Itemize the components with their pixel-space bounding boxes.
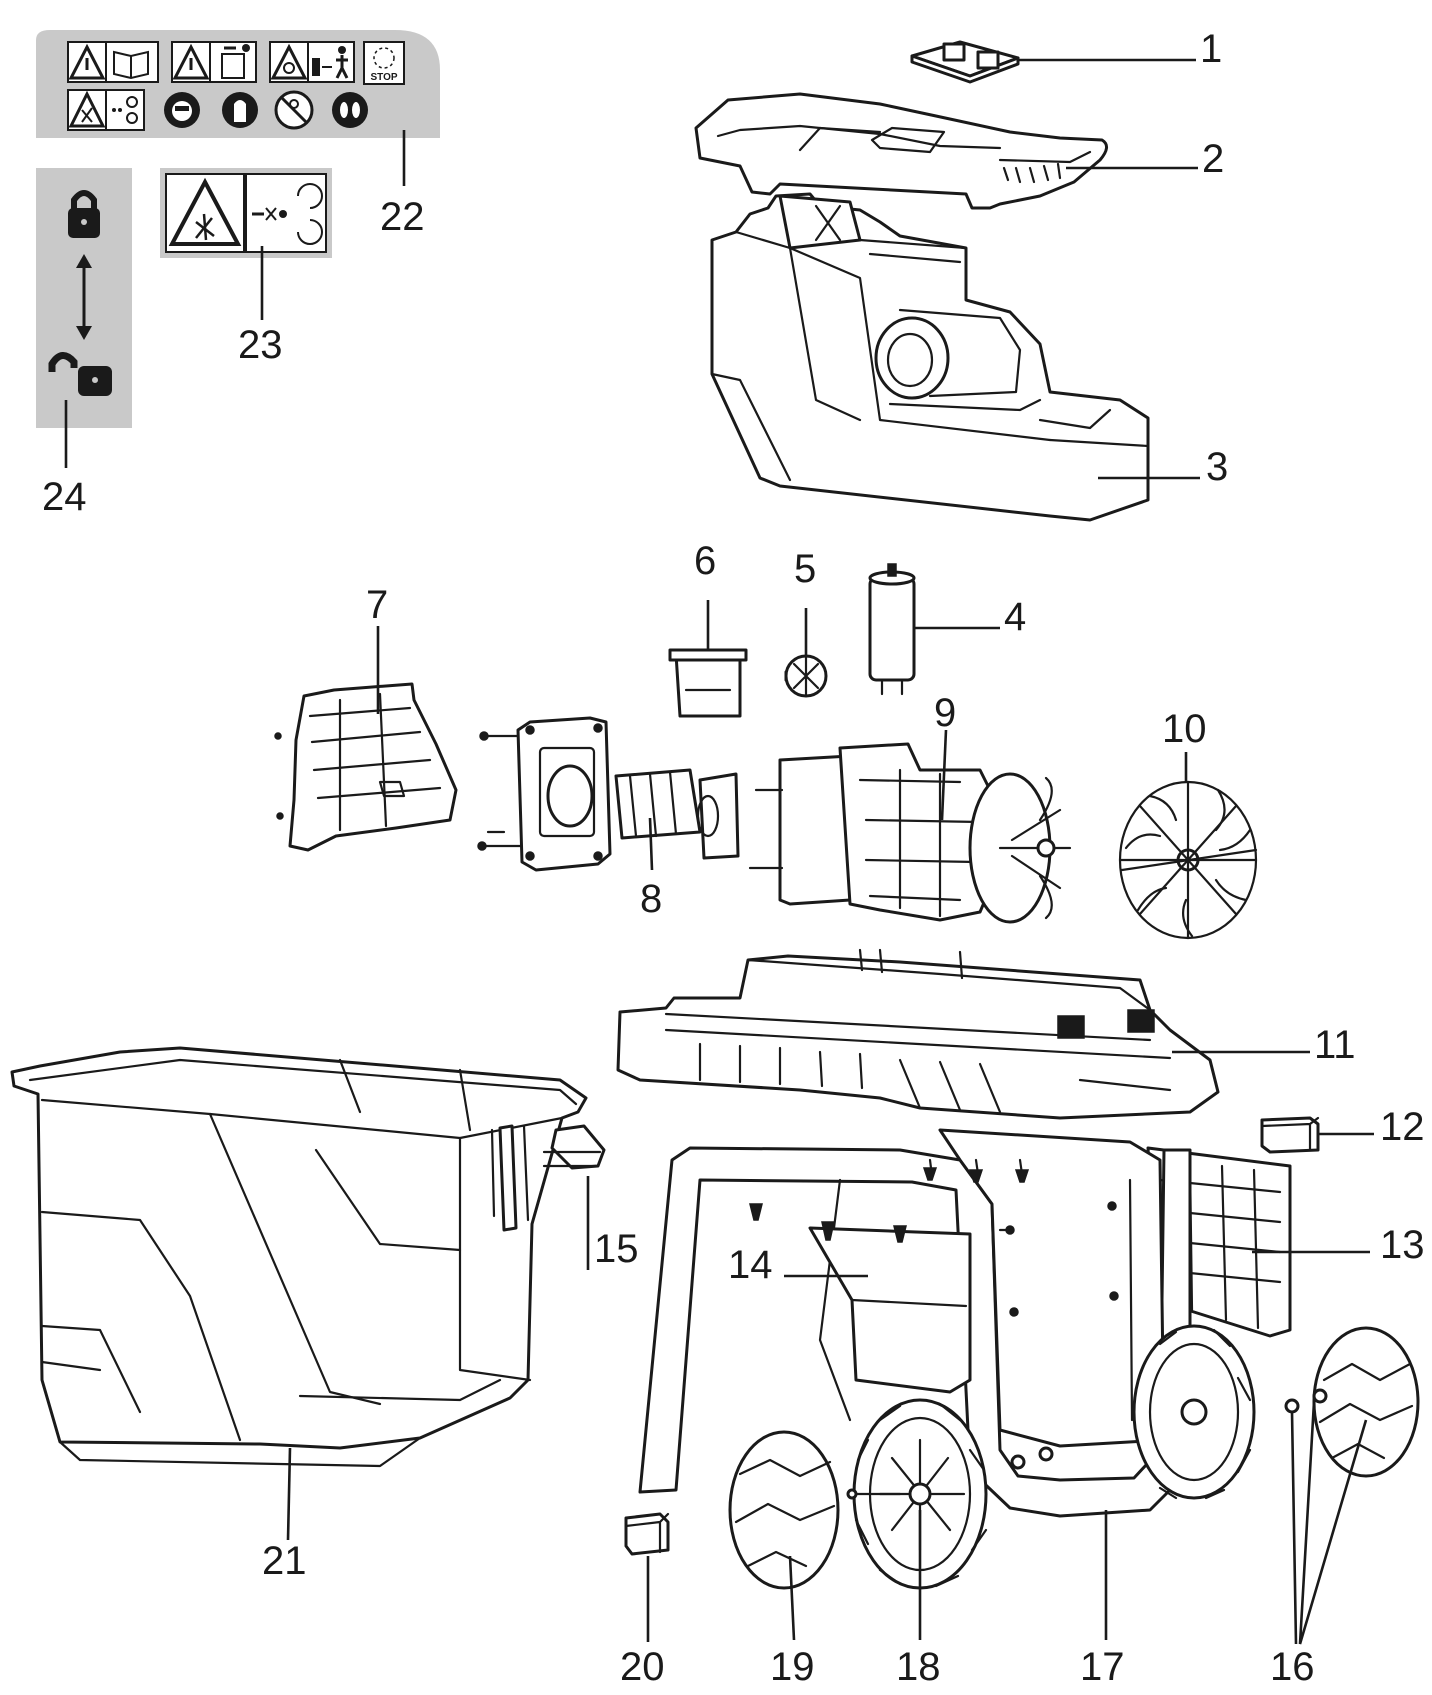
part-12-small-block — [1260, 1116, 1320, 1154]
part-8-blade-flange — [477, 716, 740, 872]
read-manual-icon — [105, 41, 159, 83]
part-17-frame — [638, 1128, 1192, 1518]
part-14-chute-plate — [749, 1203, 1008, 1394]
label-16: 16 — [1270, 1645, 1315, 1689]
blade-rotation-icon — [245, 173, 327, 253]
label-21: 21 — [262, 1539, 307, 1583]
label-5: 5 — [794, 547, 816, 591]
label-6: 6 — [694, 539, 716, 583]
label-20: 20 — [620, 1645, 665, 1689]
part-1-switch — [910, 40, 1020, 84]
part-9-motor — [748, 742, 1072, 924]
label-19: 19 — [770, 1645, 815, 1689]
hand-injury-icon — [67, 89, 107, 131]
part-number-labels: 1 2 3 4 5 6 7 8 9 10 11 12 13 14 15 16 1… — [42, 27, 1425, 1689]
label-18: 18 — [896, 1645, 941, 1689]
warning-icon — [67, 41, 107, 83]
label-9: 9 — [934, 691, 956, 735]
part-19-hubcap — [728, 1430, 840, 1590]
part-21-collection-box — [10, 1046, 588, 1468]
label-8: 8 — [640, 877, 662, 921]
part-4-capacitor — [868, 563, 916, 696]
label-2: 2 — [1202, 137, 1224, 181]
part-3-upper-housing — [710, 192, 1150, 522]
label-13: 13 — [1380, 1223, 1425, 1267]
keep-distance-icon — [307, 41, 355, 83]
warning-icon — [269, 41, 309, 83]
part-2-top-cover — [694, 92, 1108, 210]
part-10-fan — [1118, 780, 1258, 940]
leader-lines — [64, 58, 1374, 1645]
sticker-24-lock-label — [36, 168, 132, 428]
motor-end-fan — [998, 776, 1072, 920]
lock-open-icon — [48, 352, 112, 396]
double-arrow-icon — [76, 254, 92, 340]
label-23: 23 — [238, 323, 283, 367]
part-16-hubcap — [1284, 1326, 1420, 1478]
part-5-knob — [784, 654, 828, 698]
part-7-cutting-housing — [274, 682, 458, 852]
label-24: 24 — [42, 475, 87, 519]
part-11-chassis-base — [616, 948, 1220, 1120]
label-4: 4 — [1004, 595, 1026, 639]
lock-closed-icon — [68, 190, 100, 238]
stop-text: STOP — [370, 72, 397, 83]
label-3: 3 — [1206, 445, 1228, 489]
part-6-bracket — [668, 648, 748, 718]
label-10: 10 — [1162, 707, 1207, 751]
sticker-22-safety-label: STOP — [36, 30, 440, 138]
label-22: 22 — [380, 195, 425, 239]
hand-cutting-warning-icon — [165, 173, 245, 253]
label-11: 11 — [1314, 1023, 1356, 1067]
stop-rotation-icon: STOP — [363, 41, 405, 85]
warning-icon — [171, 41, 211, 83]
label-7: 7 — [366, 583, 388, 627]
rear-wheel — [1132, 1324, 1256, 1500]
label-14: 14 — [728, 1243, 773, 1287]
part-18-wheel — [846, 1398, 988, 1590]
flying-debris-icon — [105, 89, 145, 131]
helmet-icon — [164, 92, 200, 128]
part-20-small-block — [624, 1512, 670, 1556]
unplug-icon — [209, 41, 257, 83]
sticker-23-warning-label — [160, 168, 332, 258]
gloves-icon — [222, 92, 258, 128]
label-15: 15 — [594, 1227, 639, 1271]
no-children-icon — [274, 90, 314, 130]
label-1: 1 — [1200, 27, 1222, 71]
label-17: 17 — [1080, 1645, 1125, 1689]
safety-boots-icon — [332, 92, 368, 128]
part-15-latch — [542, 1124, 606, 1170]
label-12: 12 — [1380, 1105, 1425, 1149]
